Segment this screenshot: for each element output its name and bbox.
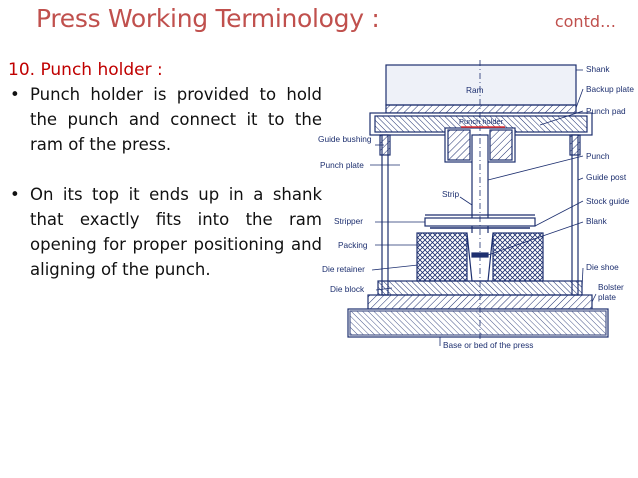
label-guide-bushing: Guide bushing (318, 134, 372, 144)
bullet-dot-icon: • (10, 85, 20, 104)
label-punch: Punch (586, 151, 610, 161)
label-backup-plate: Backup plate (586, 84, 634, 94)
label-bolster-plate-line2: plate (598, 292, 616, 302)
slide-title: Press Working Terminology : (36, 4, 380, 33)
bullet-text: On its top it ends up in a shank that ex… (30, 185, 322, 279)
section-heading: 10. Punch holder : (8, 60, 163, 80)
guide-bushing-right (569, 134, 581, 156)
label-stock-guide: Stock guide (586, 196, 630, 206)
label-bolster-plate-line1: Bolster (598, 282, 624, 292)
die-retainer-left (416, 232, 468, 282)
label-stripper: Stripper (334, 216, 363, 226)
label-base: Base or bed of the press (443, 340, 533, 350)
label-blank: Blank (586, 216, 608, 226)
label-die-shoe: Die shoe (586, 262, 619, 272)
bullet-text: Punch holder is provided to hold the pun… (30, 85, 322, 154)
label-punch-pad: Punch pad (586, 106, 626, 116)
bullet-dot-icon: • (10, 185, 20, 204)
label-die-retainer: Die retainer (322, 264, 365, 274)
label-packing: Packing (338, 240, 368, 250)
press-tool-diagram: Shank Ram Backup plate Punch holder Punc… (318, 60, 634, 350)
ram-block (385, 64, 577, 106)
die-retainer-right (492, 232, 544, 282)
label-punch-plate: Punch plate (320, 160, 364, 170)
label-strip: Strip (442, 189, 459, 199)
label-shank: Shank (586, 64, 610, 74)
bullet-item: • On its top it ends up in a shank that … (10, 182, 322, 282)
bullet-item: • Punch holder is provided to hold the p… (10, 82, 322, 157)
guide-post-right (571, 134, 579, 296)
label-punch-holder: Punch holder (459, 117, 504, 126)
label-guide-post: Guide post (586, 172, 627, 182)
continued-label: contd… (554, 12, 616, 31)
backup-plate (385, 104, 577, 114)
bullet-list: • Punch holder is provided to hold the p… (10, 82, 322, 282)
guide-post-left (381, 134, 389, 296)
label-die-block: Die block (330, 284, 365, 294)
label-ram: Ram (466, 85, 484, 95)
